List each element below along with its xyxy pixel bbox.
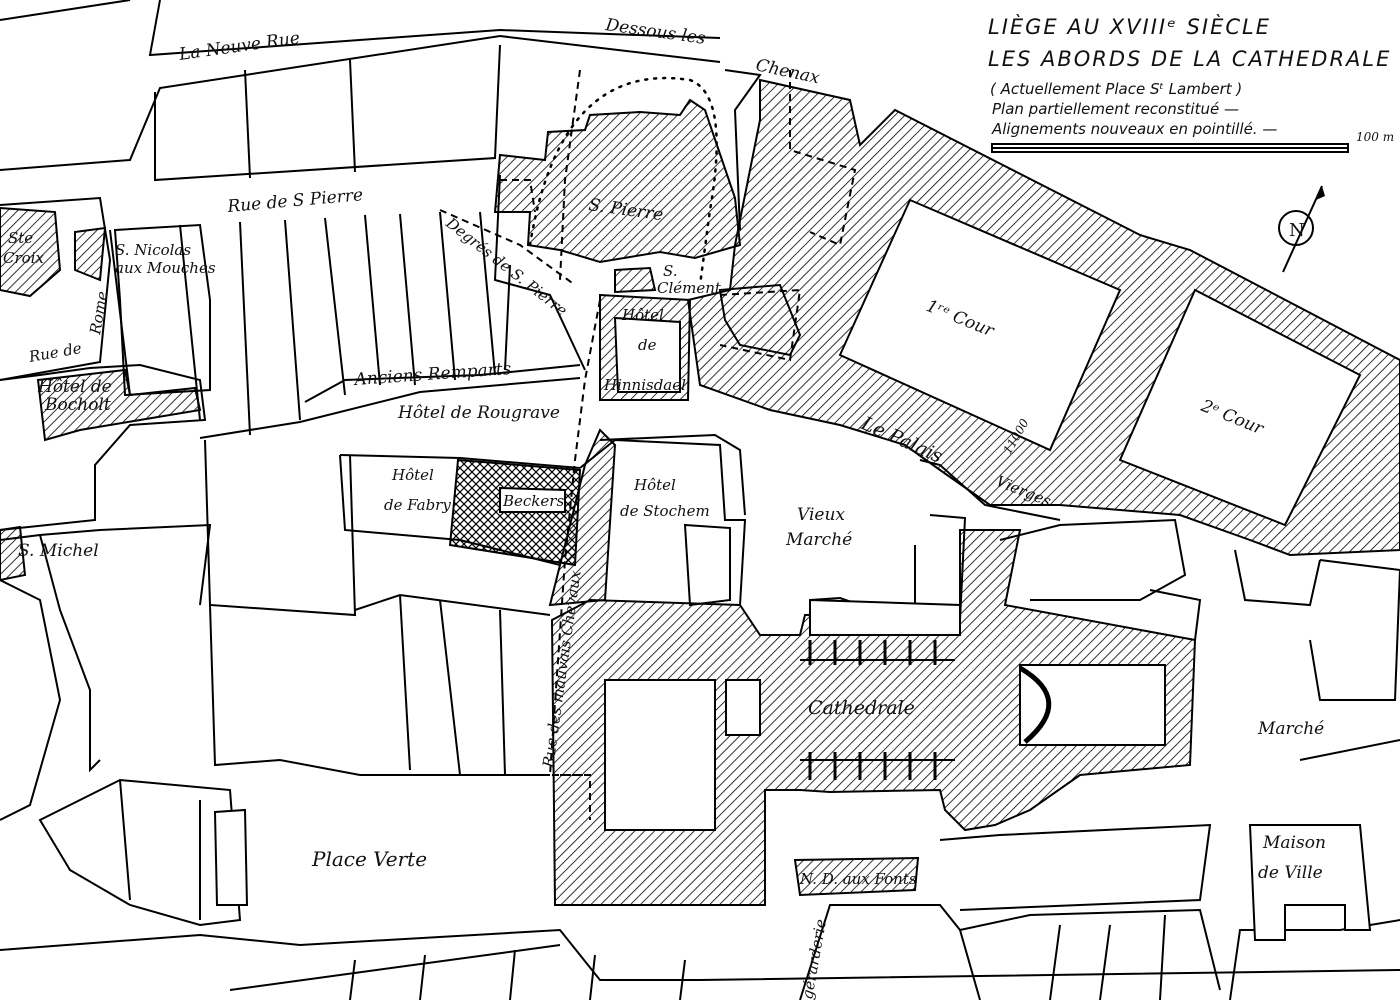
s-clement-chapel: [614, 266, 657, 294]
s-michel-building: [0, 525, 27, 582]
ste-croix-building: [0, 206, 62, 298]
scale-bar: [991, 143, 1349, 153]
label-ste: Ste: [8, 229, 33, 247]
street-rue-de-s-pierre: Rue de S Pierre: [226, 185, 364, 217]
bocholt-building: [36, 368, 202, 442]
street-dessous-les: Dessous les: [603, 15, 707, 49]
cathedral-choir-court: [1019, 664, 1166, 746]
street-rue-de: Rue de: [27, 339, 84, 366]
label-hinnisdael-1: Hôtel: [621, 306, 664, 324]
s-pierre-church: [493, 98, 742, 264]
label-vieux: Vieux: [797, 505, 845, 525]
nd-aux-fonts-building: [793, 856, 920, 897]
label-cathedrale: Cathedrale: [808, 697, 915, 719]
compass-letter: N: [1289, 220, 1305, 241]
label-bocholt-1: Hôtel de: [37, 377, 112, 397]
title-line-5: Alignements nouveaux en pointillé. —: [991, 120, 1277, 138]
label-rougrave: Hôtel de Rougrave: [397, 403, 560, 423]
title-line-4: Plan partiellement reconstitué —: [992, 100, 1239, 118]
label-place-verte: Place Verte: [311, 847, 427, 871]
label-stochem-2: de Stochem: [620, 502, 710, 520]
label-marche: Marché: [1257, 719, 1324, 739]
open-courtyards: [499, 198, 1362, 831]
label-fabry-2: de Fabry: [384, 496, 451, 514]
label-nd-aux-fonts: N. D. aux Fonts: [799, 870, 917, 888]
title-block: LIÈGE AU XVIIIᵉ SIÈCLE LES ABORDS DE LA …: [988, 14, 1394, 241]
second-court-area: [1118, 288, 1362, 527]
label-fabry-1: Hôtel: [391, 466, 434, 484]
label-hinnisdael-2: de: [638, 336, 657, 354]
label-beckers: Beckers: [502, 492, 564, 510]
north-arrow-icon: [1278, 185, 1325, 273]
street-gerarderie: gérarderie: [798, 918, 830, 1000]
street-rome: Rome: [86, 290, 111, 337]
label-s-nicolas: S. Nicolas: [115, 241, 191, 259]
new-alignments-dashed: [439, 69, 857, 820]
old-alignment-dotted: [528, 76, 718, 287]
maison-de-ville-outline: [1248, 824, 1372, 941]
label-hinnisdael-3: Hinnisdael: [603, 376, 686, 394]
label-aux-mouches: aux Mouches: [115, 259, 216, 277]
cloister-court: [604, 679, 716, 831]
label-croix: Croix: [3, 249, 44, 267]
hinnisdael-label-box: [613, 316, 681, 393]
title-line-2: LES ABORDS DE LA CATHEDRALE: [988, 47, 1391, 71]
label-bocholt-2: Bocholt: [44, 395, 111, 415]
title-line-1: LIÈGE AU XVIIIᵉ SIÈCLE: [988, 14, 1271, 39]
label-de-ville: de Ville: [1258, 863, 1323, 883]
title-line-3: ( Actuellement Place Sᵗ Lambert ): [990, 80, 1242, 98]
beckers-box: [499, 486, 566, 513]
label-s-michel: S. Michel: [18, 541, 99, 561]
first-court-area: [838, 198, 1122, 452]
label-clement: Clément: [657, 279, 722, 297]
s-nicolas-building: [74, 226, 107, 282]
label-marche-vieux: Marché: [785, 530, 852, 550]
cathedral-pillars: [800, 640, 955, 780]
street-neuve-rue: La Neuve Rue: [177, 28, 301, 65]
scale-label: 100 m: [1356, 130, 1394, 144]
label-stochem-1: Hôtel: [633, 476, 676, 494]
label-s-clement-1: S.: [663, 262, 678, 280]
label-maison: Maison: [1262, 833, 1326, 853]
cathedral-apse: [1018, 665, 1052, 744]
